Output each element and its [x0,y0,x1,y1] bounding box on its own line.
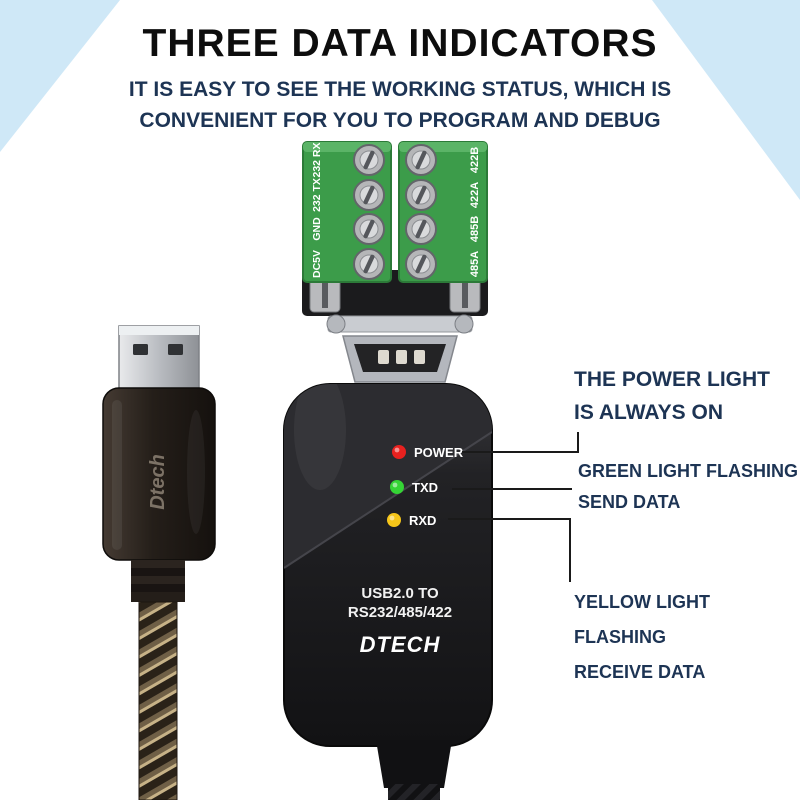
led-power-dot [392,445,406,459]
clamp-slot-left [322,280,328,308]
terminal-screw [353,213,385,245]
cable-braid [388,784,440,800]
callout-line-rxd [448,518,571,582]
terminal-label-dc5v: DC5V [311,250,323,278]
terminal-block-left: 232 RX 232 TX GND DC5V [302,141,392,283]
body-print-line2: RS232/485/422 [348,604,452,621]
led-txd: TXD [390,480,438,495]
usb-overmold-highlight [112,400,122,550]
usb-hole-right [168,344,183,355]
led-power: POWER [392,445,464,460]
terminal-label-232tx: 232 TX [311,178,323,212]
terminal-label-422b: 422B [469,147,481,173]
page-subtitle: IT IS EASY TO SEE THE WORKING STATUS, WH… [0,74,800,136]
led-power-glint [394,447,400,453]
body-print-line1: USB2.0 TO [361,585,439,602]
terminal-label-232rx: 232 RX [311,142,323,177]
callout-txd: GREEN LIGHT FLASHING SEND DATA [578,456,798,518]
corner-triangle-left [0,0,120,152]
led-txd-dot [390,480,404,494]
usb-metal-tip [119,326,199,335]
usb-strain-relief [131,560,185,602]
led-rxd: RXD [387,513,436,528]
callout-power: THE POWER LIGHT IS ALWAYS ON [574,363,770,429]
terminal-label-485b: 485B [469,216,481,242]
terminal-screw [353,248,385,280]
subtitle-line-1: IT IS EASY TO SEE THE WORKING STATUS, WH… [128,78,672,101]
usb-plug: Dtech [102,325,216,800]
callout-power-line-1: THE POWER LIGHT [574,368,770,391]
corner-triangle-right [652,0,800,200]
cable-boot [376,740,452,788]
callout-lines [448,432,579,582]
subtitle-line-2: CONVENIENT FOR YOU TO PROGRAM AND DEBUG [139,109,661,132]
terminal-screw [405,213,437,245]
adapter-body: POWER TXD RXD USB2.0 TO RS232/485/422 DT… [283,383,493,747]
callout-rxd-line-2: RECEIVE DATA [574,662,706,682]
led-rxd-glint [389,515,395,521]
db9-pin-slot [414,350,425,364]
page-title: THREE DATA INDICATORS [142,22,658,65]
led-power-label: POWER [414,445,464,460]
usb-cable [138,601,178,800]
led-rxd-dot [387,513,401,527]
db9-nut-right [454,314,474,334]
usb-plug-brand-text: Dtech [147,454,169,510]
db9-flange [327,315,473,333]
terminal-screw [405,179,437,211]
db9-connector [326,314,474,383]
terminal-label-485a: 485A [469,251,481,277]
callout-txd-line-1: GREEN LIGHT FLASHING [578,461,798,481]
clamp-slot-right [462,280,468,308]
usb-overmold-sheen [187,410,205,534]
led-txd-label: TXD [412,480,438,495]
db9-pin-slot [396,350,407,364]
callout-power-line-2: IS ALWAYS ON [574,401,723,424]
brand-logo: DTECH [360,632,441,657]
terminal-assembly: 232 RX 232 TX GND DC5V 422B 422A 485B 48… [302,141,488,316]
led-txd-glint [392,482,398,488]
terminal-screw [353,144,385,176]
led-rxd-label: RXD [409,513,436,528]
callout-txd-line-2: SEND DATA [578,492,681,512]
terminal-label-422a: 422A [469,182,481,208]
callout-rxd-line-1: YELLOW LIGHT FLASHING [574,592,710,647]
terminal-screw [405,144,437,176]
terminal-screw [353,179,385,211]
terminal-screw [405,248,437,280]
db9-nut-left [326,314,346,334]
terminal-block-right: 422B 422A 485B 485A [398,141,488,283]
callout-line-power [462,432,579,453]
terminal-label-gnd: GND [311,217,323,241]
body-gloss-seam [284,431,492,569]
usb-metal-shell [118,325,200,391]
bottom-cable [376,740,452,800]
usb-hole-left [133,344,148,355]
callout-rxd: YELLOW LIGHT FLASHING RECEIVE DATA [574,585,800,690]
db9-pin-slot [378,350,389,364]
body-highlight [294,384,346,490]
body-gloss-panel [284,384,492,568]
